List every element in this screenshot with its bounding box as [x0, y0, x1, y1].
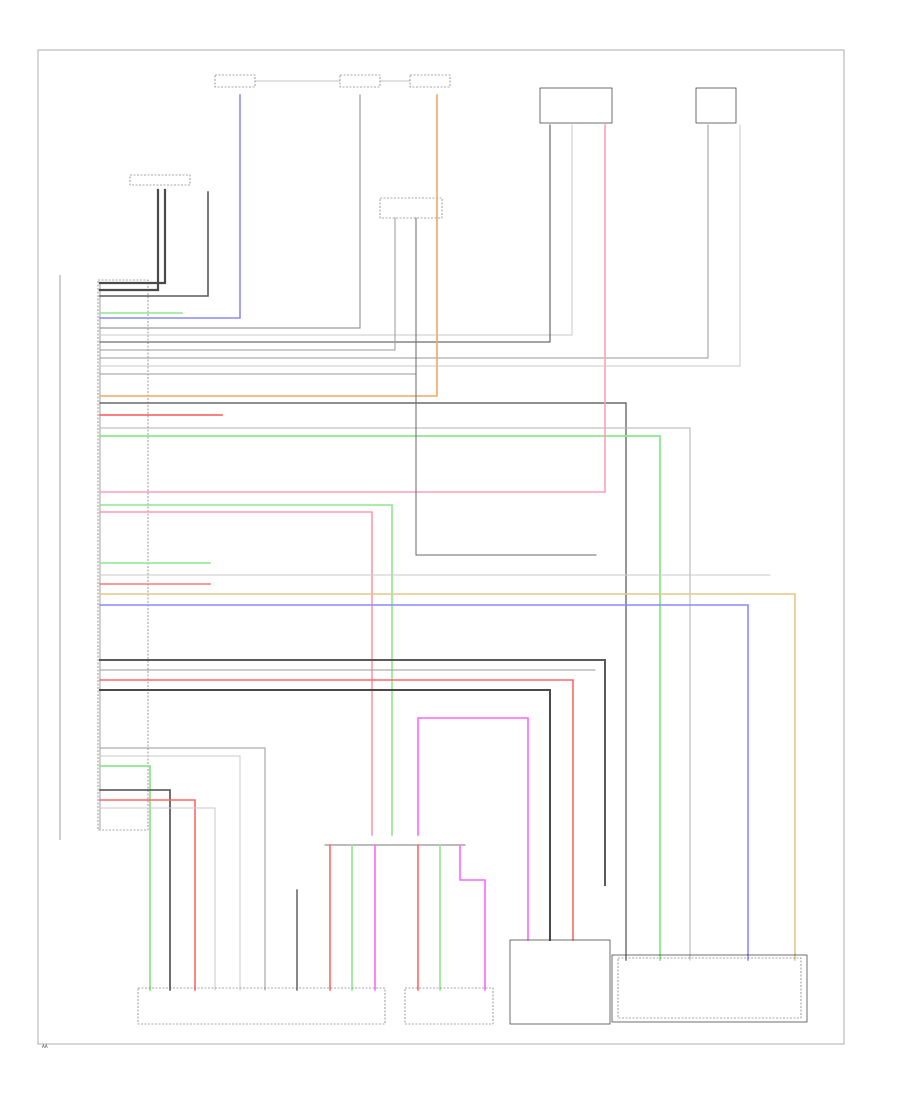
- wires: [98, 94, 796, 991]
- ecu-body: [59, 275, 149, 840]
- bottom-connectors: [137, 939, 808, 1025]
- top-components: [129, 74, 737, 219]
- footer-code: AA: [42, 1044, 48, 1049]
- diagram-frame: [37, 49, 845, 1045]
